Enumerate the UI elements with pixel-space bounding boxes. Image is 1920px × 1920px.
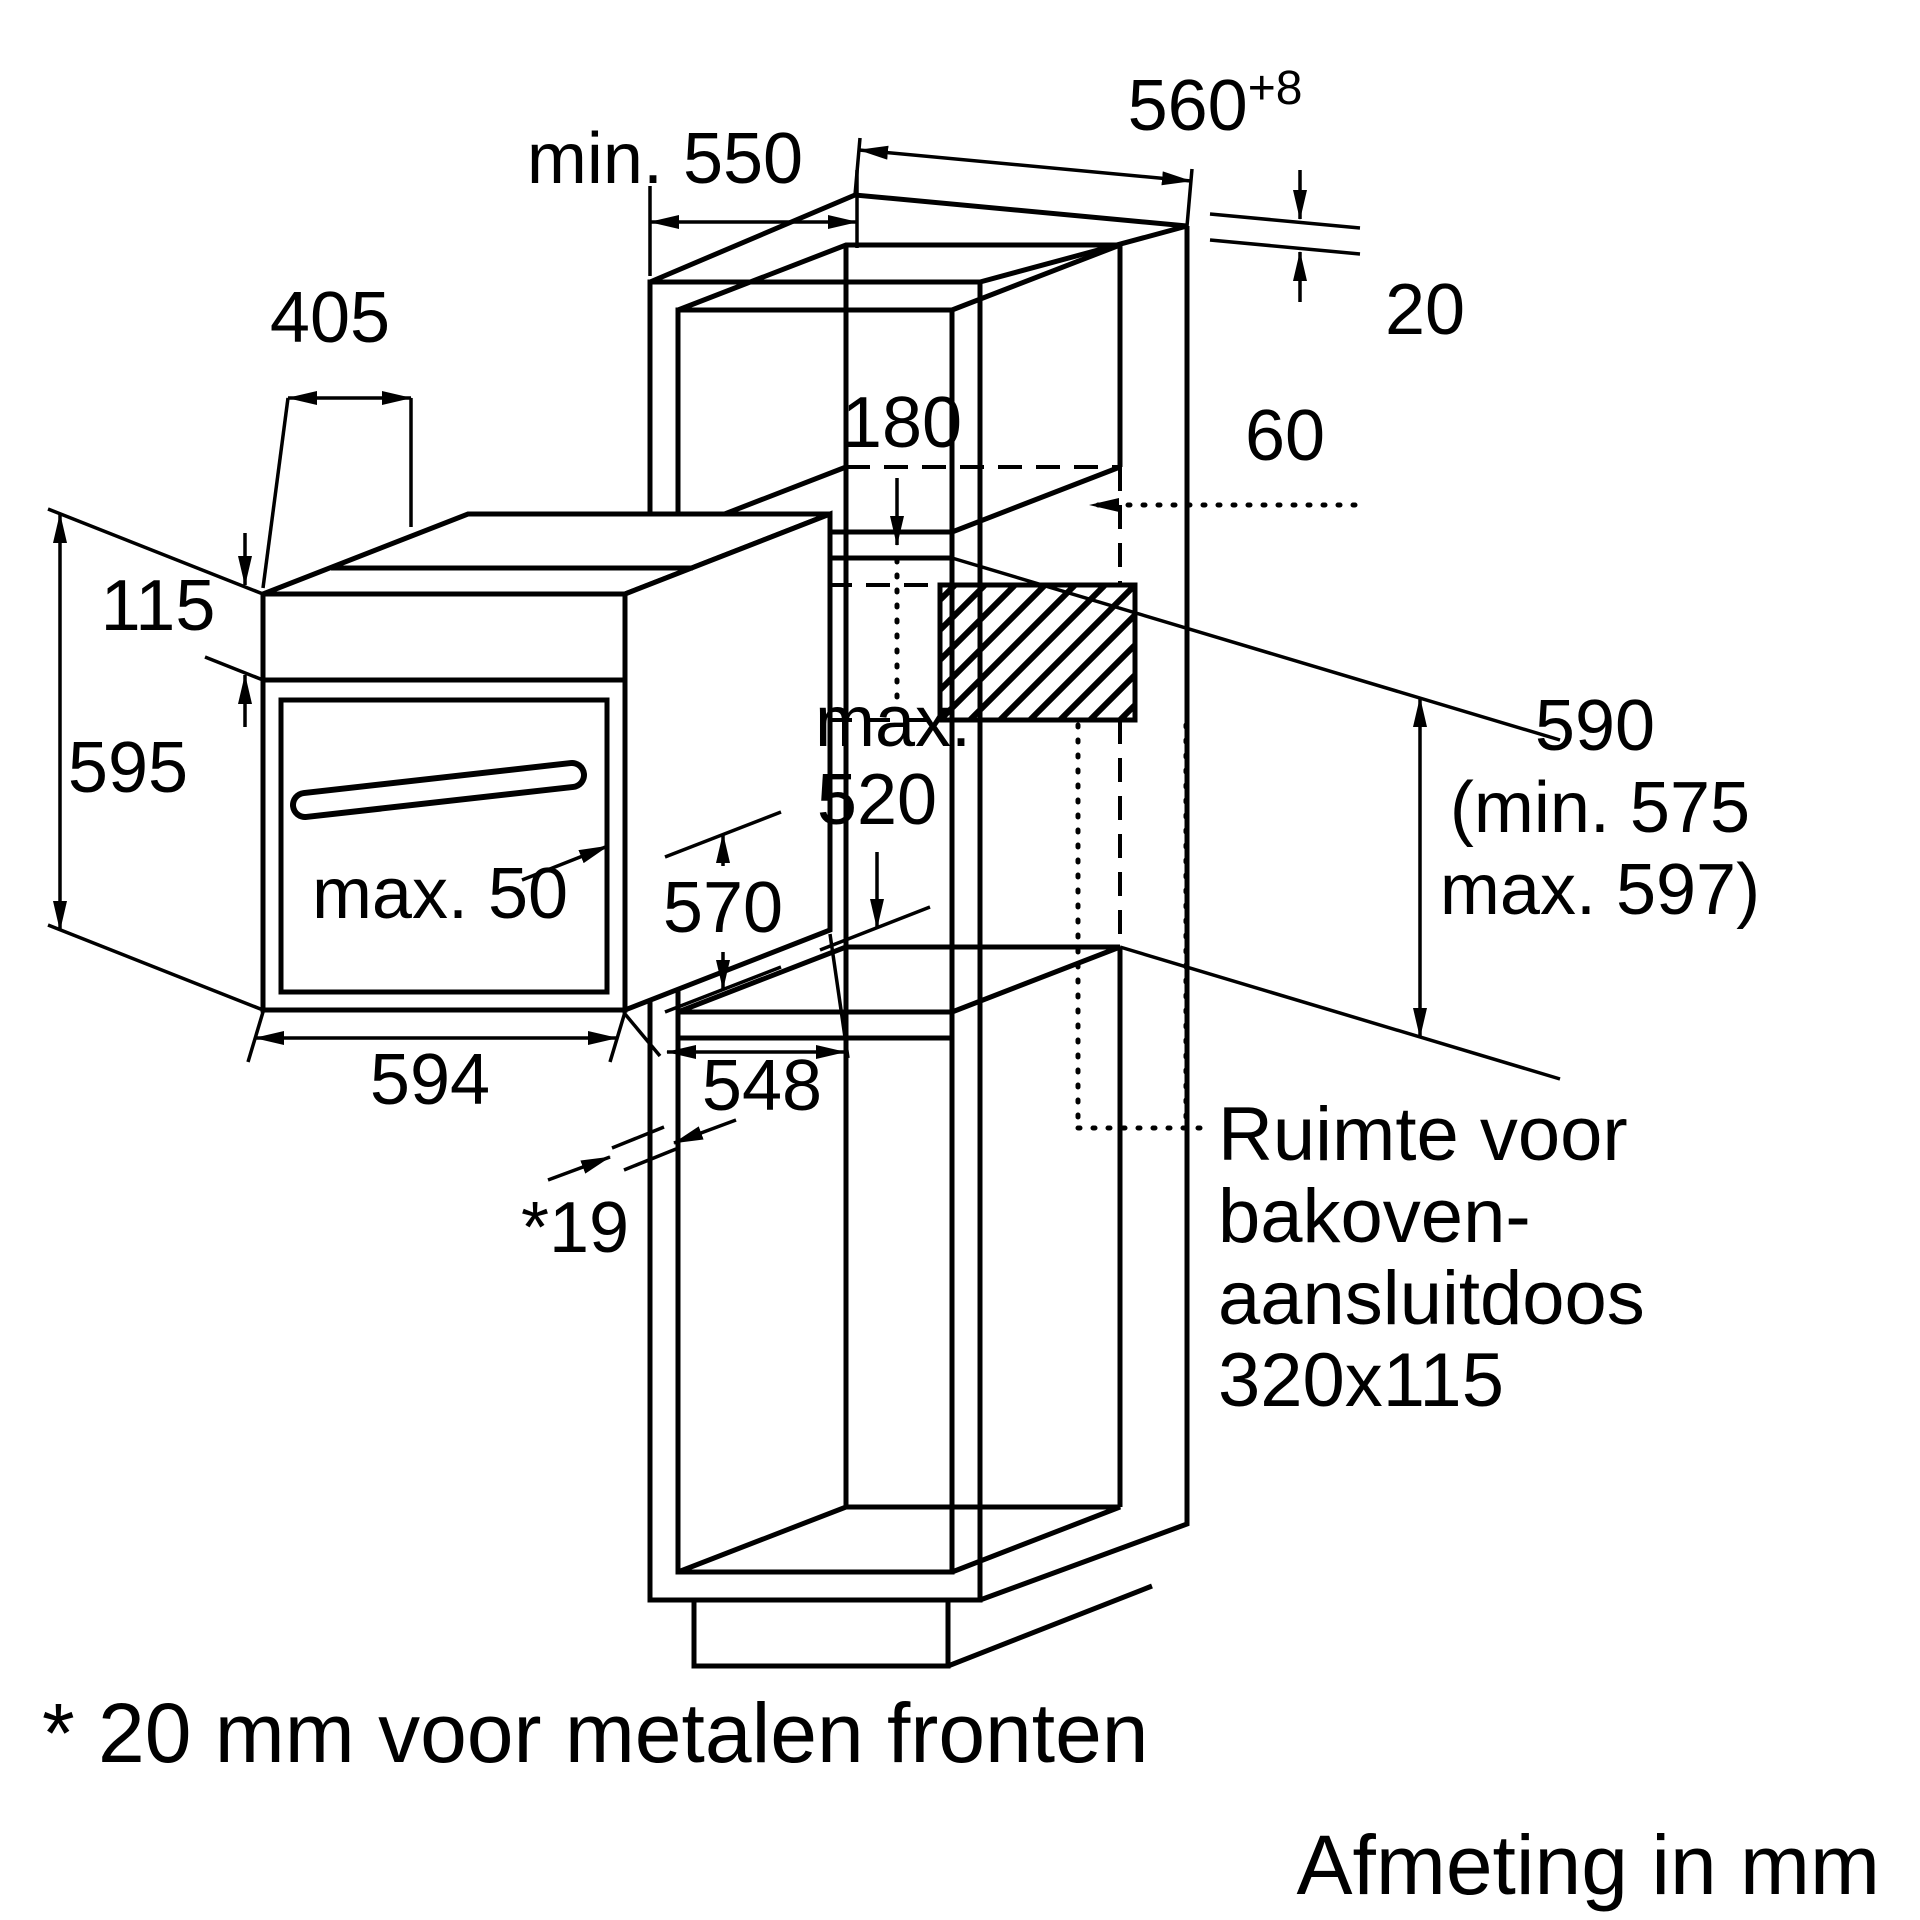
dim-niche-height-min-label: (min. 575	[1450, 768, 1750, 848]
dimension-lines	[47, 137, 1561, 1182]
connection-note-line-1: Ruimte voor	[1218, 1092, 1628, 1177]
connection-note-line-4: 320x115	[1218, 1338, 1504, 1423]
dim-oven-depth-label: 548	[702, 1046, 822, 1126]
dim-box-side-offset-label: 60	[1245, 396, 1325, 476]
cabinet-interior	[677, 242, 1123, 1575]
dim-box-top-offset-label: 180	[842, 383, 962, 463]
dim-niche-width-value: 560	[1128, 66, 1248, 146]
dim-rear-gap-label: 20	[1385, 270, 1465, 350]
dim-panel-height-label: 115	[101, 566, 216, 646]
connection-note-line-3: aansluitdoos	[1218, 1256, 1645, 1341]
oven-handle	[290, 760, 587, 820]
dim-niche-height-label: 590	[1535, 686, 1655, 766]
dim-niche-width-tolerance: +8	[1248, 62, 1303, 115]
dimension-labels: min. 550 560+8 20 405 180 60 115 595 max…	[68, 62, 1760, 1268]
oven	[260, 510, 833, 1014]
connection-note-line-2: bakoven-	[1218, 1174, 1531, 1259]
dim-door-clearance-label: max. 50	[312, 854, 568, 934]
dim-top-depth-label: 405	[270, 278, 390, 358]
dim-niche-width-label: 560+8	[1128, 62, 1303, 146]
clearance-dotted-lines	[894, 498, 1358, 1131]
dim-niche-height-max-label: max. 597)	[1440, 850, 1760, 930]
hidden-edge-dashes	[790, 465, 1122, 947]
dim-recess-max-word: max.	[815, 682, 971, 762]
units-note: Afmeting in mm	[1297, 1818, 1881, 1912]
dim-oven-height-label: 595	[68, 728, 188, 808]
dim-niche-depth-label: min. 550	[527, 119, 803, 199]
dim-oven-width-label: 594	[370, 1040, 490, 1120]
footnote: * 20 mm voor metalen fronten	[42, 1686, 1149, 1780]
oven-door	[278, 697, 610, 995]
connection-box-note: Ruimte voor bakoven- aansluitdoos 320x11…	[1218, 1092, 1645, 1423]
dim-recess-max-value: 520	[817, 760, 937, 840]
dim-body-height-label: 570	[663, 868, 783, 948]
dim-front-gap-label: *19	[521, 1188, 629, 1268]
